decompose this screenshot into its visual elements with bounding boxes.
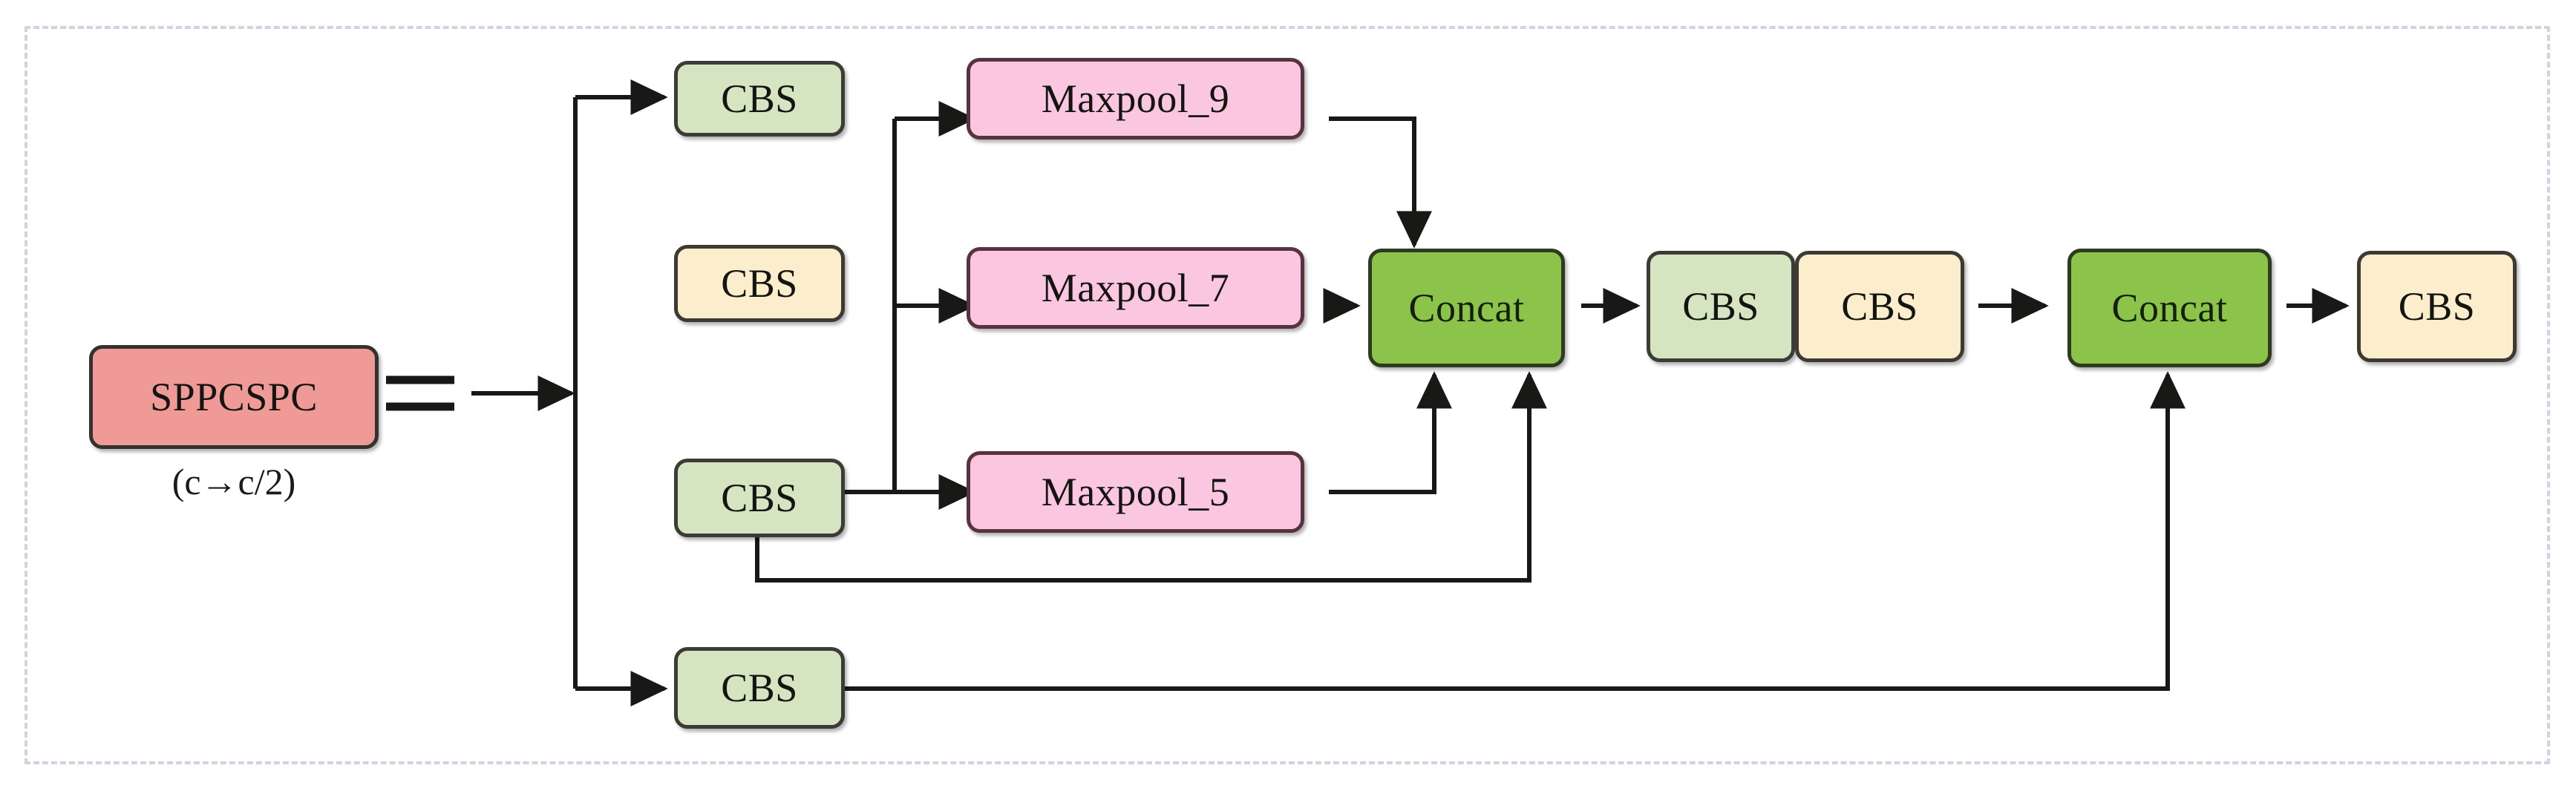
node-cbs-2[interactable]: CBS [674,245,845,322]
node-maxpool-9-label: Maxpool_9 [1041,76,1230,121]
node-concat-1[interactable]: Concat [1368,249,1565,367]
node-cbs-2-label: CBS [721,261,798,306]
node-concat-1-label: Concat [1408,286,1525,330]
node-concat-2[interactable]: Concat [2067,249,2272,367]
edge-cbs3-skip-to-concat [755,371,1547,583]
node-maxpool-5-label: Maxpool_5 [1041,470,1230,514]
node-maxpool-7-label: Maxpool_7 [1041,266,1230,310]
node-cbs-3-label: CBS [721,476,798,520]
node-maxpool-5[interactable]: Maxpool_5 [967,451,1304,533]
sppcspc-channel-caption-text: (c→c/2) [171,461,296,502]
node-maxpool-7[interactable]: Maxpool_7 [967,247,1304,329]
node-maxpool-9[interactable]: Maxpool_9 [967,58,1304,140]
node-cbs-5[interactable]: CBS [1647,251,1795,362]
node-cbs-7[interactable]: CBS [2357,251,2517,362]
node-cbs-6-label: CBS [1841,284,1918,329]
node-cbs-4-label: CBS [721,666,798,710]
node-cbs-4[interactable]: CBS [674,647,845,729]
node-cbs-7-label: CBS [2398,284,2476,329]
sppcspc-channel-caption: (c→c/2) [126,460,341,503]
node-sppcspc[interactable]: SPPCSPC [89,345,379,449]
edge-maxpool9-to-concat [1329,117,1432,249]
edge-cbs4-skip-to-concat2 [839,371,2186,691]
node-concat-2-label: Concat [2111,286,2228,330]
edge-maxpool5-to-concat [1329,371,1452,494]
node-cbs-3[interactable]: CBS [674,459,845,537]
identity-double-bar [386,375,454,411]
node-cbs-6[interactable]: CBS [1795,251,1964,362]
node-cbs-1[interactable]: CBS [674,61,845,137]
node-cbs-5-label: CBS [1682,284,1759,329]
node-cbs-1-label: CBS [721,76,798,121]
node-sppcspc-label: SPPCSPC [150,375,318,419]
module-dashed-frame [24,26,2550,764]
